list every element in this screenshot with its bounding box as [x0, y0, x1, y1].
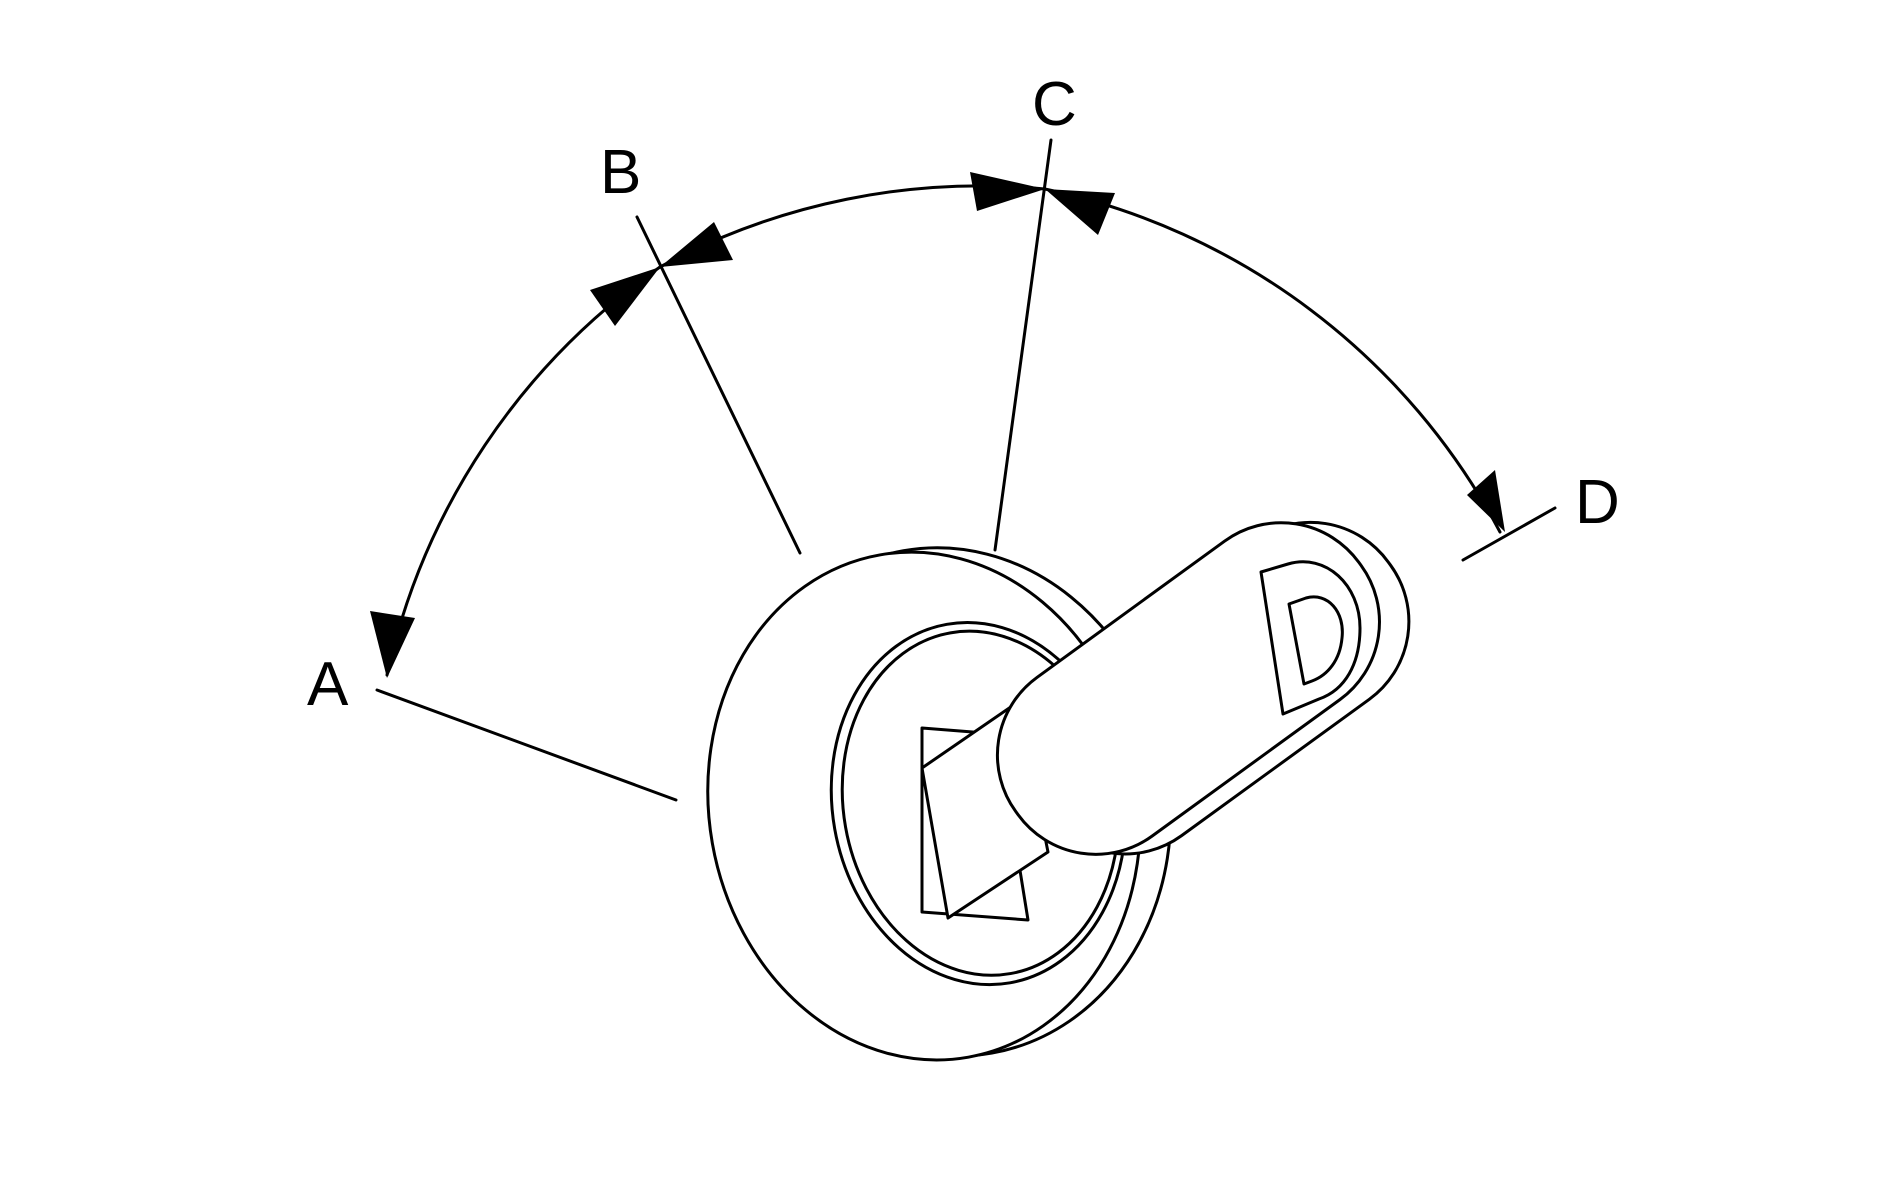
leader-line-b [635, 215, 802, 555]
leader-line-c [993, 138, 1053, 552]
position-label-b: B [600, 138, 641, 207]
arrowhead-c-left [970, 172, 1045, 211]
position-arc [370, 172, 1505, 678]
arrowhead-c-right [1045, 189, 1115, 235]
arrowhead-a [370, 611, 415, 678]
position-label-a: A [307, 650, 349, 719]
arc-c-to-d [1043, 187, 1502, 534]
arc-a-to-b [385, 265, 662, 677]
arrowhead-b-lower [590, 267, 660, 326]
ignition-switch [706, 520, 1411, 1062]
position-label-d: D [1575, 468, 1620, 537]
key-head-emblem-inner [1287, 595, 1344, 686]
arrowhead-b-upper [660, 222, 733, 267]
arrowhead-d [1467, 470, 1505, 532]
position-label-c: C [1032, 70, 1077, 139]
leader-line-a [375, 688, 678, 802]
position-leader-lines [375, 138, 1557, 802]
leader-line-d [1461, 506, 1557, 562]
